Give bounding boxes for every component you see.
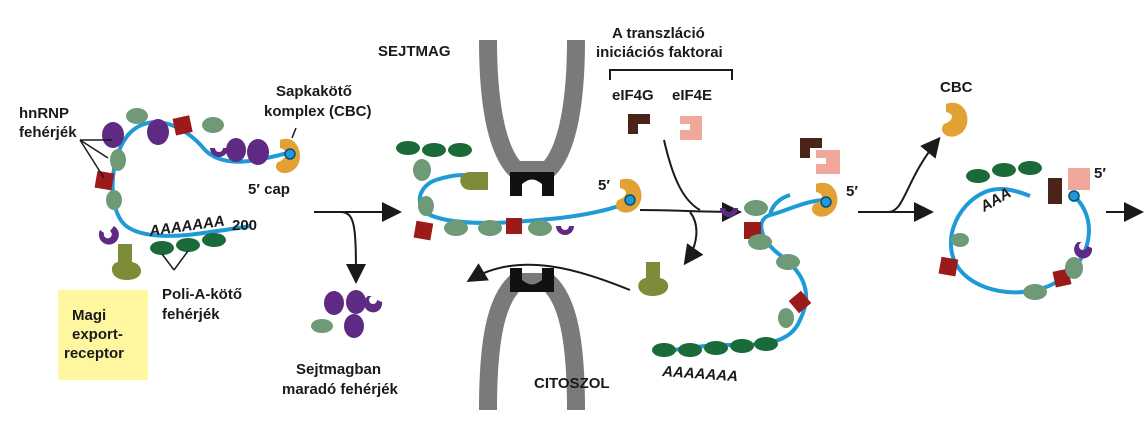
green-protein [202, 117, 224, 133]
export-receptor [111, 244, 142, 280]
green-protein [106, 190, 122, 210]
stage-3-cytosolic-mrnp [652, 138, 840, 357]
pore-complex-bottom [510, 268, 554, 292]
hnrnp-protein [98, 226, 119, 245]
eif4g-protein [628, 114, 650, 134]
label-cbc-1: Sapkakötő [276, 83, 352, 100]
hnrnp-protein [102, 122, 124, 148]
label-polya-binding-1: Poli-A-kötő [162, 286, 242, 303]
label-five-prime-2: 5′ [598, 177, 610, 194]
label-hnrnp-2: fehérjék [19, 124, 77, 141]
label-five-prime-3: 5′ [846, 183, 858, 200]
retained-proteins [311, 290, 383, 338]
label-init-factors-1: A transzláció [612, 25, 705, 42]
arrow-receptor-return [466, 263, 631, 291]
label-retained-2: maradó fehérjék [282, 381, 399, 398]
pore-complex-top [510, 172, 554, 196]
label-cbc-2: komplex (CBC) [264, 103, 372, 120]
label-five-prime-4: 5′ [1094, 165, 1106, 182]
nuclear-envelope-top [479, 39, 585, 179]
label-init-factors-2: iniciációs faktorai [596, 44, 723, 61]
polya-binding-protein [202, 233, 226, 247]
label-retained-1: Sejtmagban [296, 361, 381, 378]
hnrnp-protein [147, 119, 169, 145]
eif4e-protein [680, 116, 702, 140]
red-protein [94, 170, 115, 191]
label-export-3: receptor [64, 345, 124, 362]
export-receptor-returning [638, 262, 669, 296]
label-cbc: CBC [940, 79, 973, 96]
nuclear-envelope-bottom [479, 273, 585, 411]
arrow-cbc-release [887, 136, 941, 213]
nuclear-pore [479, 39, 585, 411]
stage-2-mrnp-in-pore [396, 141, 642, 241]
stage-1-nuclear-mrnp [58, 108, 301, 380]
polya-binding-protein [150, 241, 174, 255]
label-length: 200 [232, 217, 257, 234]
arrow-factors-bind [663, 139, 701, 211]
cbc-released [941, 102, 968, 137]
hnrnp-protein [247, 139, 269, 165]
red-protein [172, 115, 193, 136]
bracket [609, 69, 733, 80]
label-cap: 5′ cap [248, 181, 290, 198]
polya-binding-protein [176, 238, 200, 252]
label-polya-binding-2: fehérjék [162, 306, 220, 323]
label-eif4e: eIF4E [672, 87, 712, 104]
hnrnp-protein [226, 138, 246, 162]
green-protein [110, 149, 126, 171]
label-cytosol: CITOSZOL [534, 375, 610, 392]
stage-4-circular-mrna [938, 161, 1093, 300]
label-nucleus: SEJTMAG [378, 43, 451, 60]
hnrnp-protein [210, 148, 228, 157]
label-eif4g: eIF4G [612, 87, 654, 104]
label-polya-seq-2: AAAAAAA [661, 363, 739, 385]
label-export-1: Magi [72, 307, 106, 324]
export-receptor-highlight [58, 290, 148, 380]
green-protein [126, 108, 148, 124]
five-prime-cap [284, 148, 296, 160]
arrow-retained [339, 211, 366, 284]
label-hnrnp-1: hnRNP [19, 105, 69, 122]
label-export-2: export- [72, 326, 123, 343]
